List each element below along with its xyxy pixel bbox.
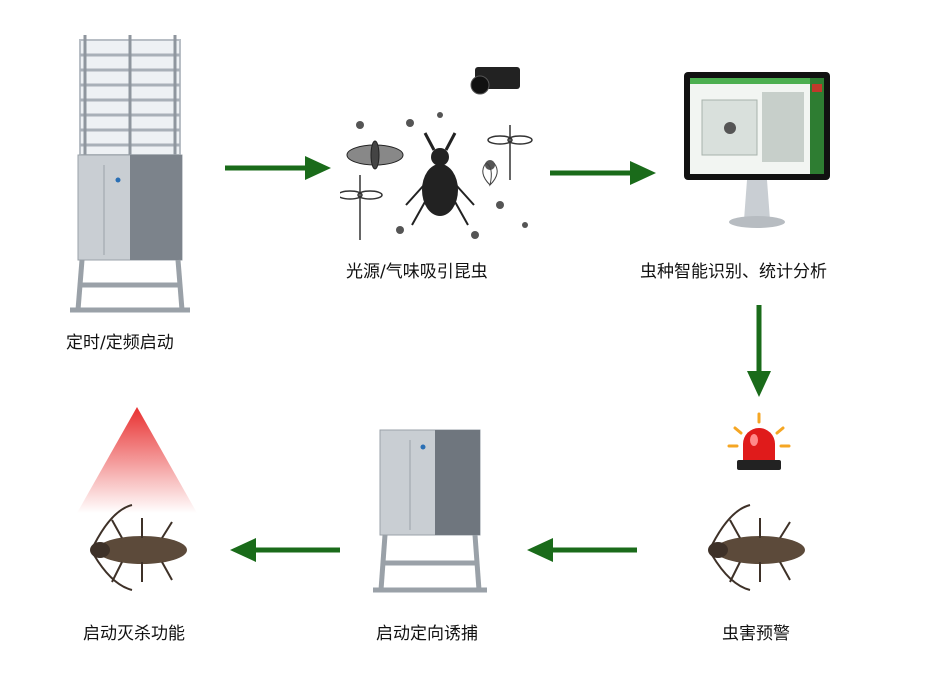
arrow-left-2 — [230, 538, 340, 562]
camera-icon — [470, 67, 520, 95]
kill-zone-triangle — [72, 405, 202, 515]
beetle-target-image — [72, 500, 202, 595]
arrow-left-1 — [527, 538, 637, 562]
step-label-directional-trap: 启动定向诱捕 — [376, 624, 478, 644]
step-label-light-attract: 光源/气味吸引昆虫 — [346, 262, 488, 282]
arrow-right-2 — [550, 161, 656, 185]
monitor-device — [682, 70, 832, 240]
insects-illustration — [337, 55, 540, 250]
step-label-pest-alert: 虫害预警 — [722, 624, 790, 644]
cabinet-trap-device — [365, 425, 495, 600]
alarm-light-icon — [727, 412, 791, 474]
step-label-ai-identify: 虫种智能识别、统计分析 — [640, 262, 827, 282]
arrow-right-1 — [225, 156, 331, 180]
arrow-down — [747, 305, 771, 397]
tower-trap-device — [60, 30, 200, 320]
step-label-timer-start: 定时/定频启动 — [66, 333, 174, 353]
step-label-kill-function: 启动灭杀功能 — [83, 624, 185, 644]
beetle-pest-image — [690, 500, 820, 595]
